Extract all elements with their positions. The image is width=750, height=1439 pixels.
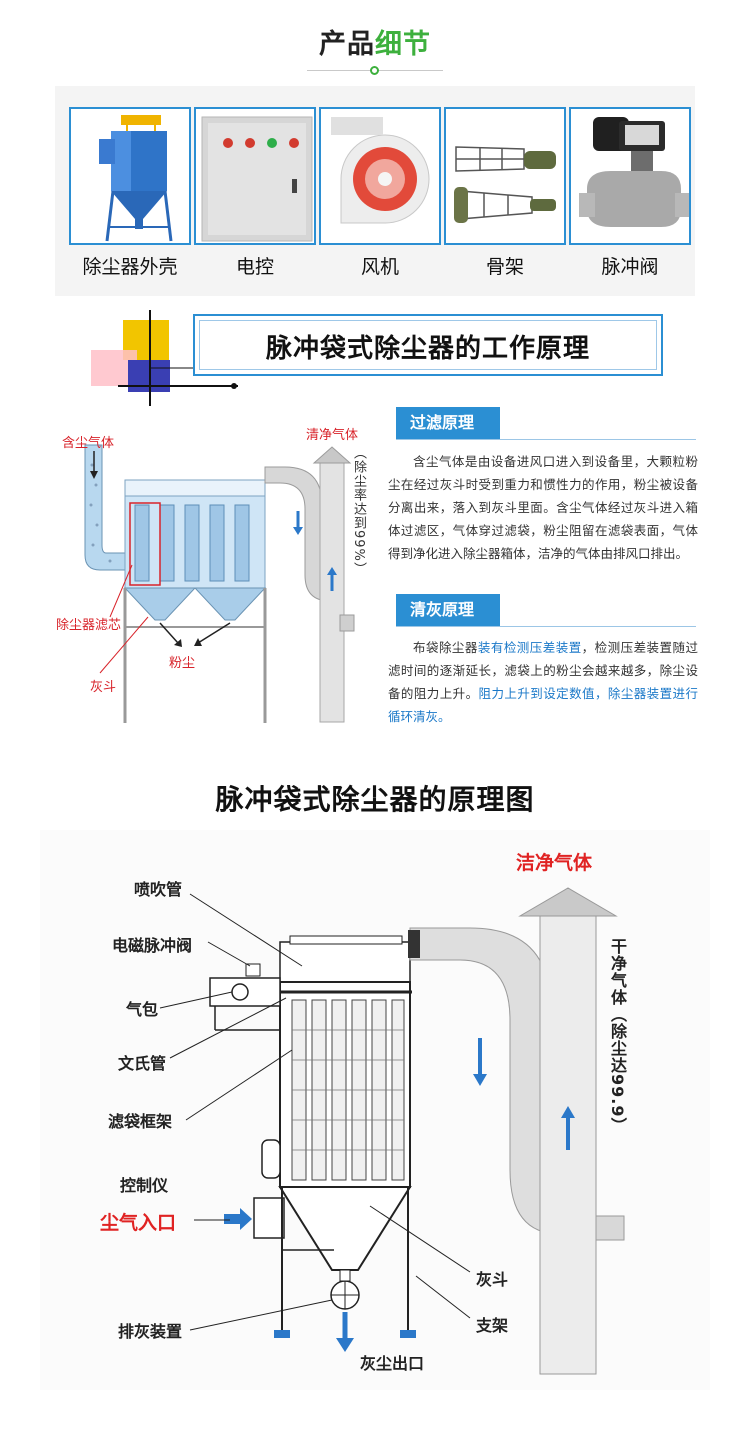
working-principle-diagram <box>84 444 355 723</box>
clean-text-a: 布袋除尘器 <box>413 640 478 655</box>
title-divider-dot <box>370 66 379 75</box>
principle-title-box: 脉冲袋式除尘器的工作原理 <box>193 314 663 376</box>
electric-control-box-icon <box>196 109 314 243</box>
tab-filter-principle: 过滤原理 <box>396 407 500 439</box>
product-card-housing[interactable] <box>69 107 191 245</box>
label-dry-gas: 干净气体（除尘达99.9） <box>608 938 627 1135</box>
label-clean-gas: 清净气体 <box>306 428 359 443</box>
clean-principle-text: 布袋除尘器装有检测压差装置，检测压差装置随过滤时间的逐渐延长，滤袋上的粉尘会越来… <box>388 636 698 728</box>
principle-diagram-title: 脉冲袋式除尘器的原理图 <box>215 783 535 816</box>
product-card-cage[interactable] <box>444 107 566 245</box>
product-label-electric-control: 电控 <box>235 256 274 278</box>
title-decoration-icon <box>91 310 238 406</box>
label-dust-outlet: 灰尘出口 <box>360 1354 425 1373</box>
product-card-pulse-valve[interactable] <box>569 107 691 245</box>
label-inlet-gas: 含尘气体 <box>62 436 115 451</box>
blower-fan-icon <box>321 109 439 243</box>
title-part2: 细节 <box>375 29 431 60</box>
principle-title: 脉冲袋式除尘器的工作原理 <box>265 334 590 364</box>
bag-cage-frame-icon <box>446 109 564 243</box>
clean-text-c: ，检测压差装置随过滤时间的逐渐延长，滤袋上的粉尘会越来越多，除尘设备的阻力上升。 <box>388 640 698 701</box>
product-card-fan[interactable] <box>319 107 441 245</box>
principle-schematic <box>40 830 710 1390</box>
label-venturi: 文氏管 <box>118 1054 167 1073</box>
label-air-bag: 气包 <box>126 1000 159 1019</box>
product-label-fan: 风机 <box>360 256 399 278</box>
label-support: 支架 <box>476 1316 509 1335</box>
pulse-valve-icon <box>571 109 689 243</box>
clean-text-b: 装有检测压差装置 <box>477 640 582 655</box>
clean-text-d: 阻力上升到设定数值，除尘器装置进行循环清灰。 <box>388 686 698 724</box>
label-controller: 控制仪 <box>120 1176 169 1195</box>
dust-collector-housing-icon <box>71 109 189 243</box>
label-solenoid-valve: 电磁脉冲阀 <box>112 936 193 955</box>
product-label-cage: 骨架 <box>485 256 524 278</box>
filter-section-rule <box>396 439 696 440</box>
label-dust-inlet: 尘气入口 <box>100 1212 177 1234</box>
label-efficiency: （除尘率达到99%） <box>351 446 366 576</box>
product-label-housing: 除尘器外壳 <box>82 256 178 278</box>
label-discharge-device: 排灰装置 <box>118 1322 183 1341</box>
tab-clean-principle: 清灰原理 <box>396 594 500 626</box>
label-bag-frame: 滤袋框架 <box>108 1112 173 1131</box>
label-filter-element: 除尘器滤芯 <box>56 618 122 633</box>
label-hopper-2: 灰斗 <box>476 1270 509 1289</box>
filter-principle-text: 含尘气体是由设备进风口进入到设备里，大颗粒粉尘在经过灰斗时受到重力和惯性力的作用… <box>388 454 698 561</box>
clean-section-rule <box>396 626 696 627</box>
label-hopper: 灰斗 <box>90 680 117 695</box>
section-title-product-details: 产品细节 <box>0 22 750 61</box>
label-blow-pipe: 喷吹管 <box>134 880 183 899</box>
title-part1: 产品 <box>319 29 375 60</box>
label-clean-gas-out: 洁净气体 <box>516 852 593 874</box>
product-card-electric-control[interactable] <box>194 107 316 245</box>
label-dust: 粉尘 <box>169 656 196 671</box>
product-label-pulse-valve: 脉冲阀 <box>601 256 659 278</box>
principle-title-inner-border <box>199 320 657 370</box>
